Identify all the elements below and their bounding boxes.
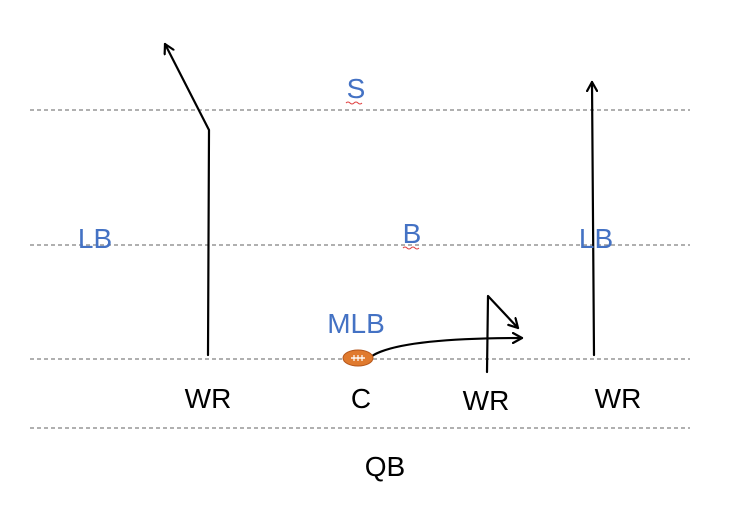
offense-wide-receiver-left: WR — [185, 383, 232, 414]
route-right-wr-go — [592, 80, 594, 357]
defense-safety: S — [347, 73, 366, 104]
football-icon — [342, 349, 374, 367]
spellcheck-squiggle — [345, 101, 363, 105]
offense-quarterback: QB — [365, 451, 405, 482]
defense-linebacker-right: LB — [579, 223, 613, 254]
defense-linebacker-left: LB — [78, 223, 112, 254]
route-ball-pass — [370, 338, 524, 358]
route-left-wr-post — [165, 42, 211, 357]
defense-back: B — [403, 218, 422, 249]
offense-wide-receiver-right: WR — [595, 383, 642, 414]
offense-wide-receiver-slot: WR — [463, 385, 510, 416]
route-slot-wr — [485, 294, 520, 374]
offense-center: C — [351, 383, 371, 414]
defense-middle-linebacker: MLB — [327, 308, 385, 339]
spellcheck-squiggle — [402, 246, 420, 250]
